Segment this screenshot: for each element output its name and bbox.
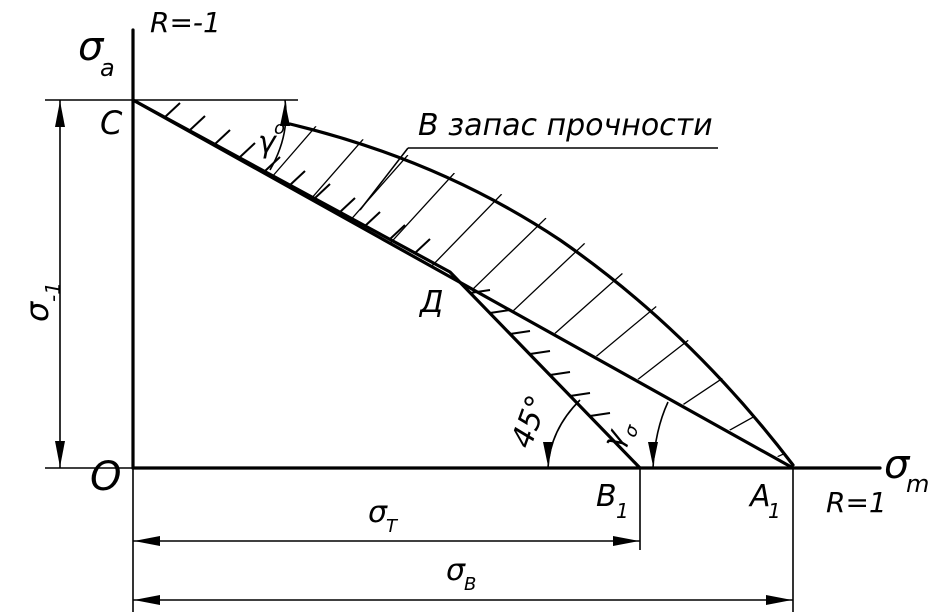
gamma-top-label: γ: [258, 125, 278, 160]
sigma-m-sub-label: m: [906, 470, 929, 498]
sigma-t-arrow-right: [613, 536, 639, 546]
point-b1-sub-label: 1: [616, 499, 629, 523]
sigma-t-sub-label: T: [386, 516, 399, 537]
sigma-b-arrow-left: [134, 595, 160, 605]
origin-label: O: [90, 454, 121, 500]
sigma-minus1-arrow-bottom: [55, 441, 65, 467]
sigma-b-sub-label: B: [464, 574, 476, 595]
point-d-label: Д: [418, 285, 443, 320]
r-minus-label: R=-1: [150, 6, 221, 39]
gamma-top-arrow: [280, 102, 290, 126]
sigma-a-label: σ: [78, 24, 105, 70]
db1-hatch-ticks: [469, 289, 611, 417]
sigma-a-sub-label: a: [100, 54, 115, 82]
sigma-t-arrow-left: [134, 536, 160, 546]
cd-hatch-ticks: [164, 102, 431, 254]
gamma-top-sub-label: σ: [274, 118, 286, 139]
reserve-zone-leader: [359, 147, 409, 211]
line-c-d-b1: [131, 98, 642, 470]
point-a1-sub-label: 1: [768, 499, 781, 523]
point-c-label: C: [100, 104, 123, 142]
sigma-m-label: σ: [884, 442, 911, 488]
limit-curve: [288, 122, 795, 467]
sigma-minus1-arrow-top: [55, 101, 65, 127]
sigma-b-arrow-right: [766, 595, 792, 605]
sigma-minus1-sub-label: -1: [41, 282, 65, 302]
point-a1-label: A: [748, 479, 771, 514]
sigma-minus1-label: σ: [18, 300, 56, 322]
point-b1-label: B: [596, 479, 617, 514]
sigma-t-label: σ: [368, 495, 388, 530]
reserve-zone-label: В запас прочности: [418, 108, 713, 143]
gamma-bottom-arrow: [648, 442, 658, 466]
sigma-b-label: σ: [446, 553, 466, 588]
gamma-bottom-arc: [652, 401, 669, 469]
angle-45-arrow: [543, 442, 553, 466]
r-plus-label: R=1: [826, 486, 887, 519]
